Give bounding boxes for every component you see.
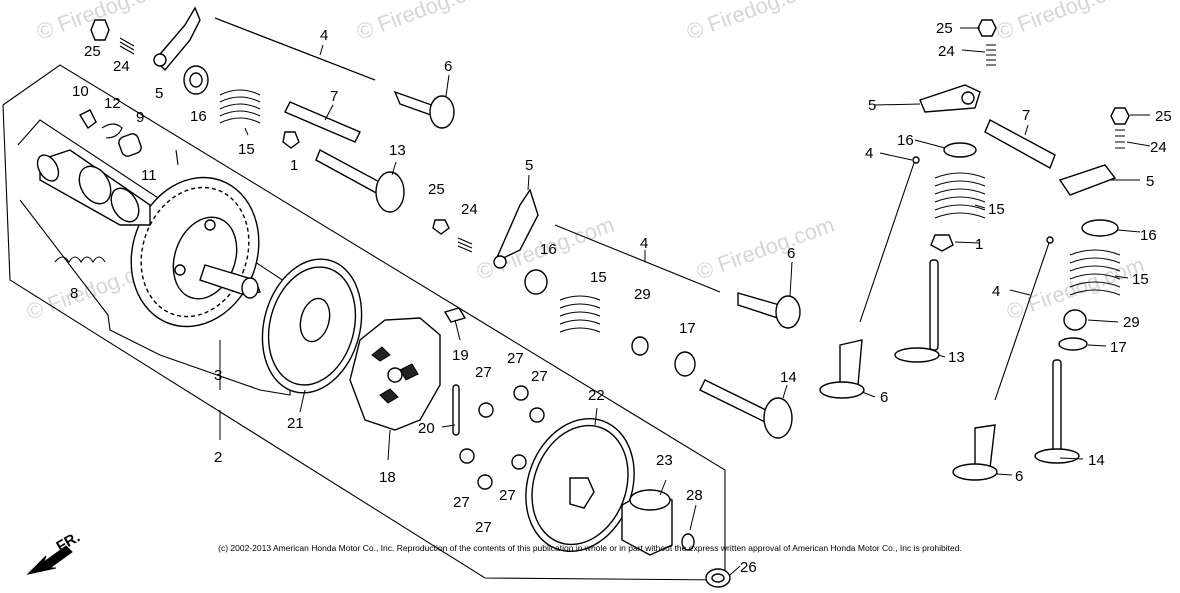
callout-16: 16 [897, 132, 914, 149]
callout-4: 4 [320, 27, 328, 44]
callout-8: 8 [70, 285, 78, 302]
copyright-notice: (c) 2002-2013 American Honda Motor Co., … [218, 543, 962, 553]
callout-25: 25 [428, 181, 445, 198]
callout-9: 9 [136, 109, 144, 126]
callout-27: 27 [507, 350, 524, 367]
callout-25: 25 [84, 43, 101, 60]
camshaft-gear [36, 149, 261, 328]
callout-4: 4 [640, 235, 648, 252]
callout-27: 27 [453, 494, 470, 511]
callout-7: 7 [330, 88, 338, 105]
assembly-outline-3 [17, 119, 291, 396]
callout-4: 4 [865, 145, 873, 162]
watermark: © Firedog.com [993, 0, 1137, 45]
callout-24: 24 [1150, 139, 1167, 156]
callout-27: 27 [475, 364, 492, 381]
callout-23: 23 [656, 452, 673, 469]
middle-valve-train [432, 188, 801, 439]
callout-16: 16 [1140, 227, 1157, 244]
callout-5: 5 [868, 97, 876, 114]
callout-16: 16 [190, 108, 207, 125]
callout-6: 6 [787, 245, 795, 262]
callout-27: 27 [499, 487, 516, 504]
left-valve-train [90, 6, 455, 213]
callout-15: 15 [238, 141, 255, 158]
callout-13: 13 [389, 142, 406, 159]
callout-6: 6 [444, 58, 452, 75]
callout-13: 13 [948, 349, 965, 366]
governor-disc [261, 258, 363, 394]
callout-18: 18 [379, 469, 396, 486]
callout-16: 16 [540, 241, 557, 258]
callout-11: 11 [141, 167, 157, 184]
watermark: © Firedog.com [683, 0, 827, 45]
callout-24: 24 [938, 43, 955, 60]
watermark: © Firedog.com [353, 0, 497, 45]
callout-20: 20 [418, 420, 435, 437]
callout-1: 1 [290, 157, 298, 174]
callout-17: 17 [679, 320, 696, 337]
callout-12: 12 [104, 95, 121, 112]
callout-24: 24 [461, 201, 478, 218]
governor-slider [621, 489, 731, 588]
callout-25: 25 [1155, 108, 1172, 125]
right-valve-train [819, 19, 1130, 481]
callout-29: 29 [1123, 314, 1140, 331]
steel-balls [459, 385, 545, 490]
callout-2: 2 [214, 449, 222, 466]
callout-15: 15 [988, 201, 1005, 218]
callout-5: 5 [1146, 173, 1154, 190]
governor-pin [443, 307, 467, 436]
callout-6: 6 [1015, 468, 1023, 485]
callout-28: 28 [686, 487, 703, 504]
callout-5: 5 [525, 157, 533, 174]
callout-27: 27 [531, 368, 548, 385]
camshaft-small-parts [54, 109, 179, 264]
callout-10: 10 [72, 83, 89, 100]
callout-26: 26 [740, 559, 757, 576]
callout-4: 4 [992, 283, 1000, 300]
callout-5: 5 [155, 85, 163, 102]
watermark: © Firedog.com [693, 212, 837, 285]
callout-27: 27 [475, 519, 492, 536]
callout-3: 3 [214, 367, 222, 384]
callout-24: 24 [113, 58, 130, 75]
callout-29: 29 [634, 286, 651, 303]
callout-19: 19 [452, 347, 469, 364]
governor-holder [349, 317, 441, 431]
callout-25: 25 [936, 20, 953, 37]
callout-22: 22 [588, 387, 605, 404]
callout-7: 7 [1022, 107, 1030, 124]
callout-15: 15 [1132, 271, 1149, 288]
callout-14: 14 [1088, 452, 1105, 469]
callout-labels: 1 1 2 3 4 4 4 4 5 5 5 5 6 6 6 6 7 7 8 9 … [70, 20, 1172, 576]
callout-1: 1 [975, 236, 983, 253]
leader-lines [219, 27, 1151, 576]
callout-17: 17 [1110, 339, 1127, 356]
callout-14: 14 [780, 369, 797, 386]
callout-6: 6 [880, 389, 888, 406]
governor-plate [525, 417, 635, 553]
callout-15: 15 [590, 269, 607, 286]
callout-21: 21 [287, 415, 304, 432]
